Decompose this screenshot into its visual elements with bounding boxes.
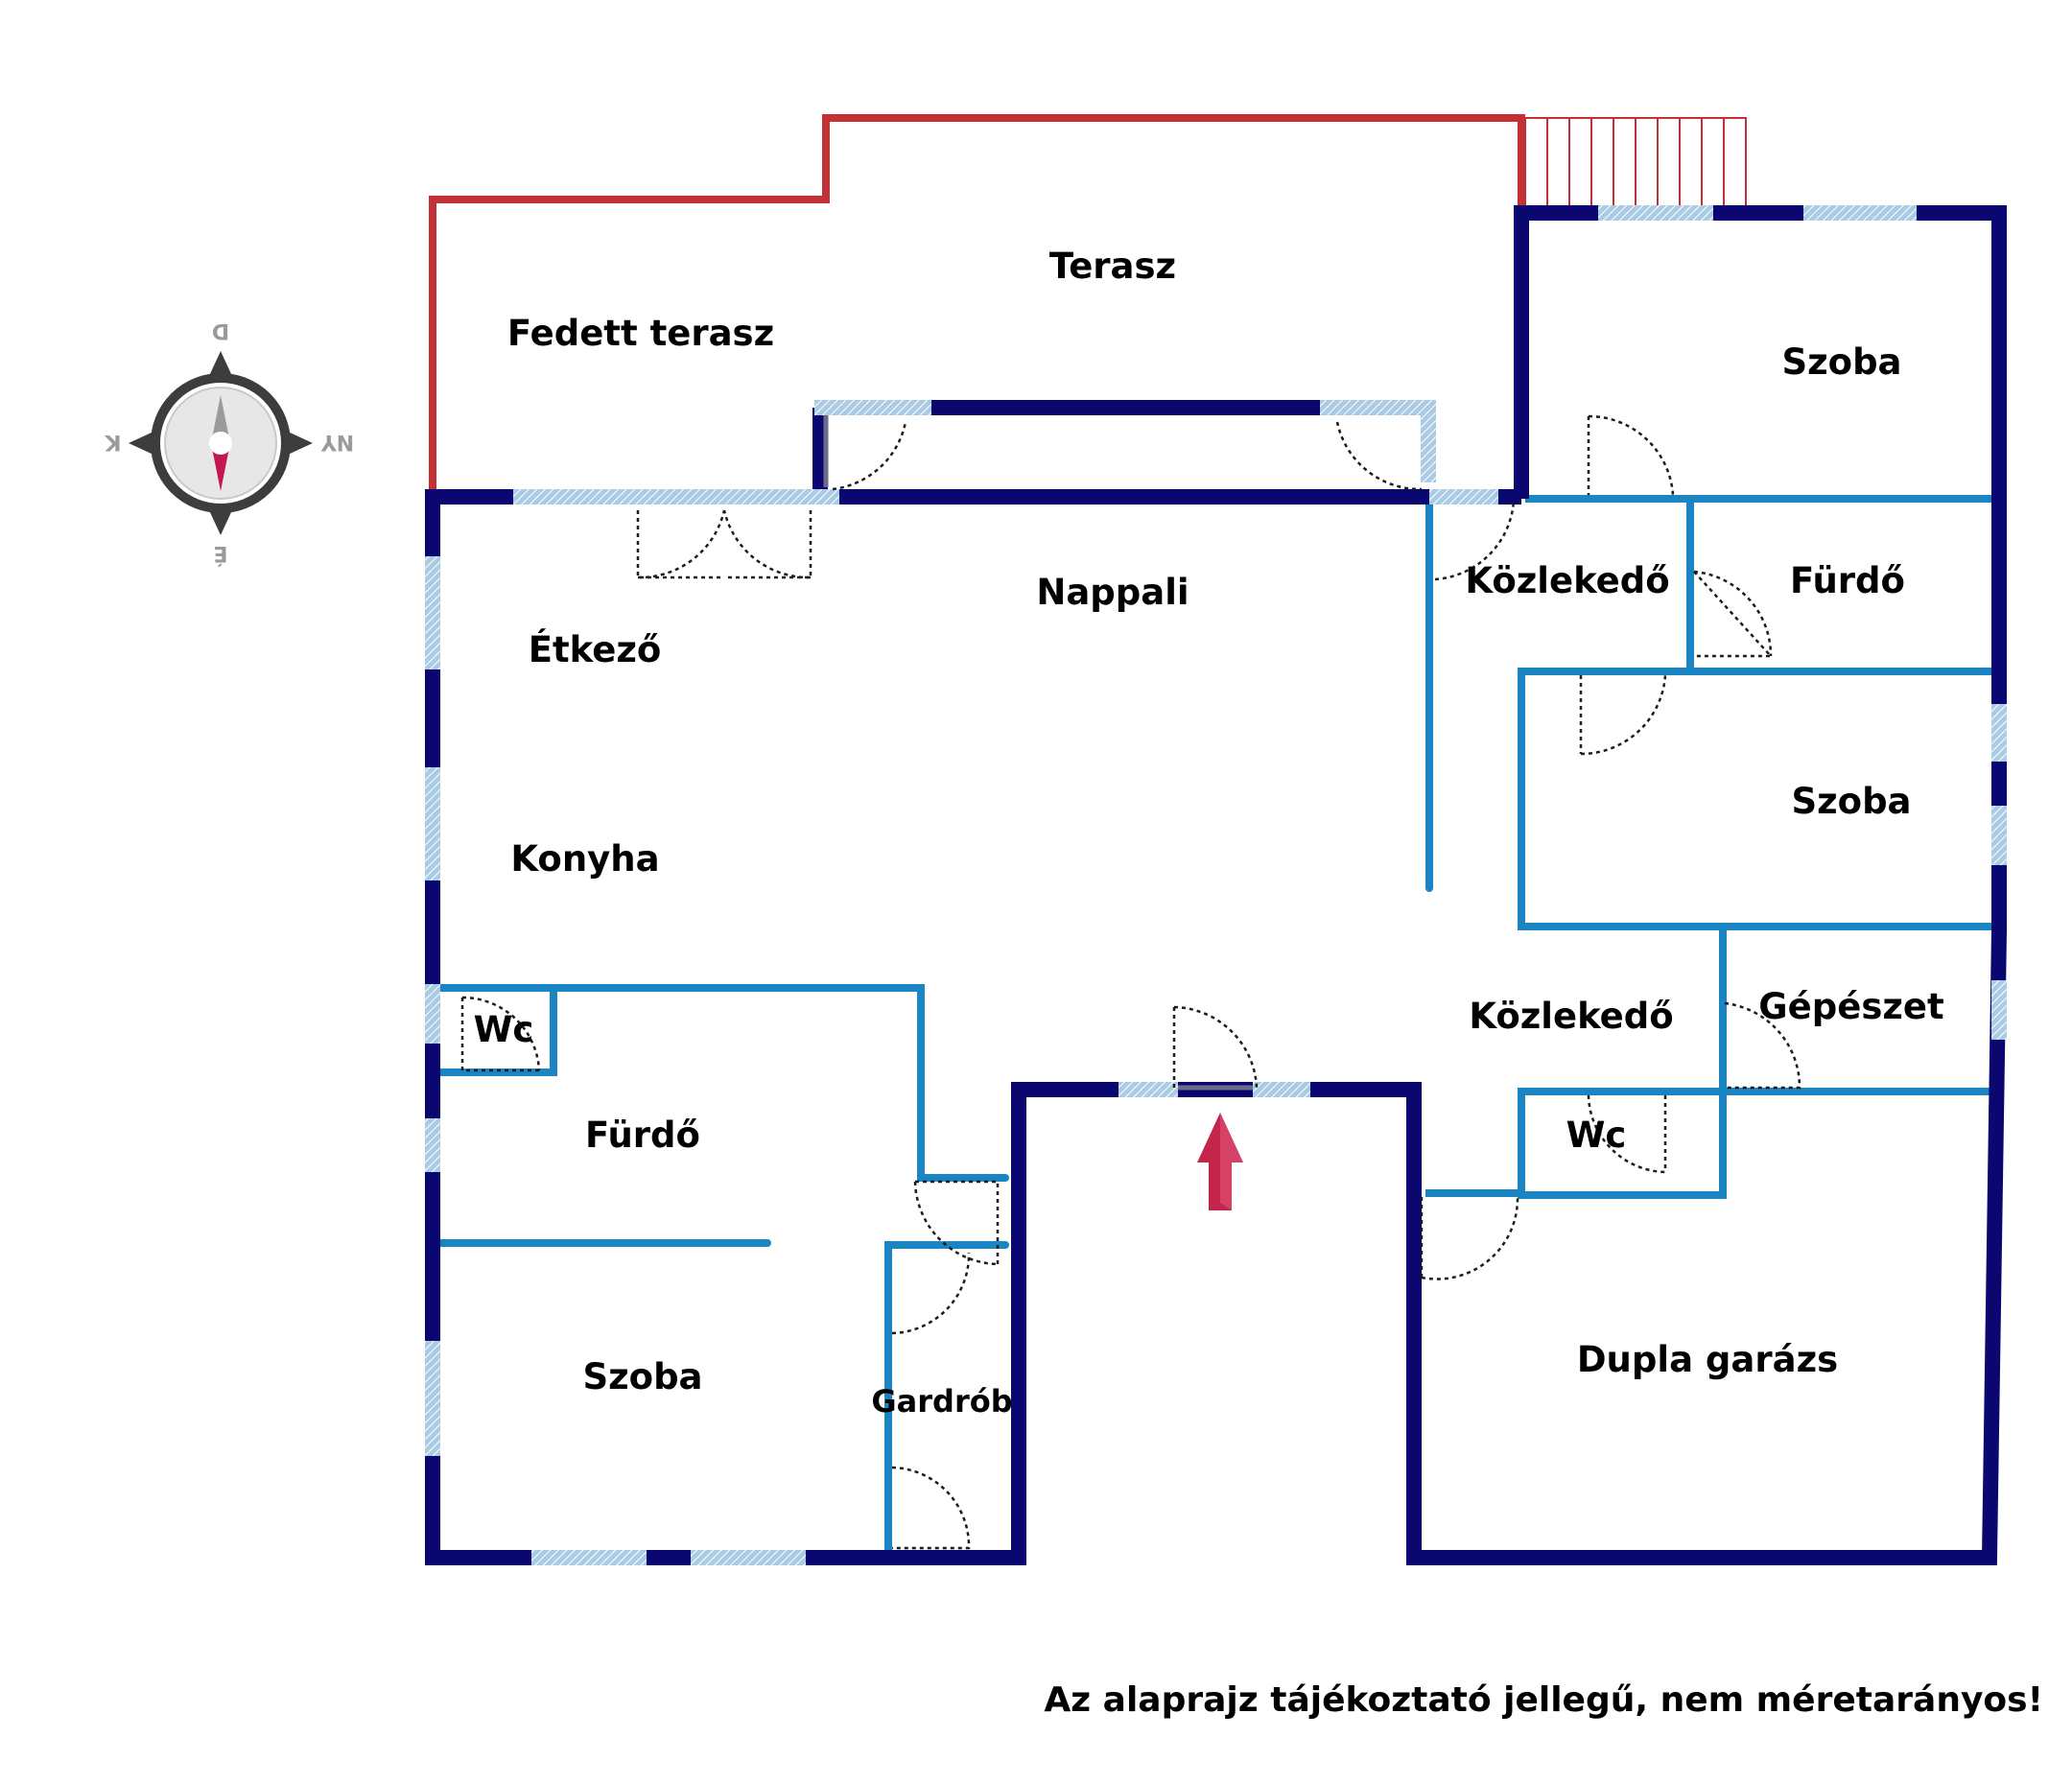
- terrace-outline: [429, 114, 1525, 491]
- compass-letter-top: D: [212, 318, 229, 342]
- room-label-kozlekedo-top: Közlekedő: [1465, 560, 1669, 601]
- room-label-konyha: Konyha: [510, 838, 659, 880]
- door-thresholds: [823, 415, 1253, 1091]
- room-label-szoba-top-right: Szoba: [1781, 341, 1901, 383]
- terrace-stairs: [1524, 117, 1747, 210]
- room-label-fedett-terasz: Fedett terasz: [507, 313, 774, 354]
- disclaimer-notice: Az alaprajz tájékoztató jellegű, nem mér…: [1044, 1680, 2043, 1720]
- room-labels: Fedett terasz Terasz Nappali Étkező Kony…: [474, 246, 1944, 1420]
- entrance-arrow-icon: [1197, 1113, 1243, 1210]
- room-label-gepeszet: Gépészet: [1758, 986, 1943, 1027]
- compass-letter-right: NY: [320, 430, 354, 454]
- compass-letter-bottom: É: [213, 541, 227, 566]
- doors: [460, 414, 1801, 1550]
- room-label-kozlekedo-bottom: Közlekedő: [1469, 996, 1673, 1037]
- room-label-furdo-left: Fürdő: [585, 1115, 700, 1156]
- room-label-terasz: Terasz: [1049, 246, 1176, 287]
- room-label-wc-right: Wc: [1566, 1115, 1627, 1156]
- room-label-wc-left: Wc: [474, 1009, 534, 1050]
- room-label-szoba-mid-right: Szoba: [1791, 781, 1911, 822]
- compass-icon: D É NY K: [105, 318, 355, 566]
- room-label-nappali: Nappali: [1036, 572, 1189, 613]
- room-label-gardrob: Gardrób: [871, 1383, 1012, 1420]
- room-label-dupla-garazs: Dupla garázs: [1577, 1339, 1838, 1380]
- room-label-etkezo: Étkező: [529, 628, 662, 670]
- room-label-furdo-right: Fürdő: [1790, 560, 1905, 601]
- inner-walls: [437, 495, 1993, 1556]
- windows: [425, 205, 2007, 1565]
- compass-letter-left: K: [105, 430, 122, 454]
- room-label-szoba-left: Szoba: [582, 1356, 702, 1397]
